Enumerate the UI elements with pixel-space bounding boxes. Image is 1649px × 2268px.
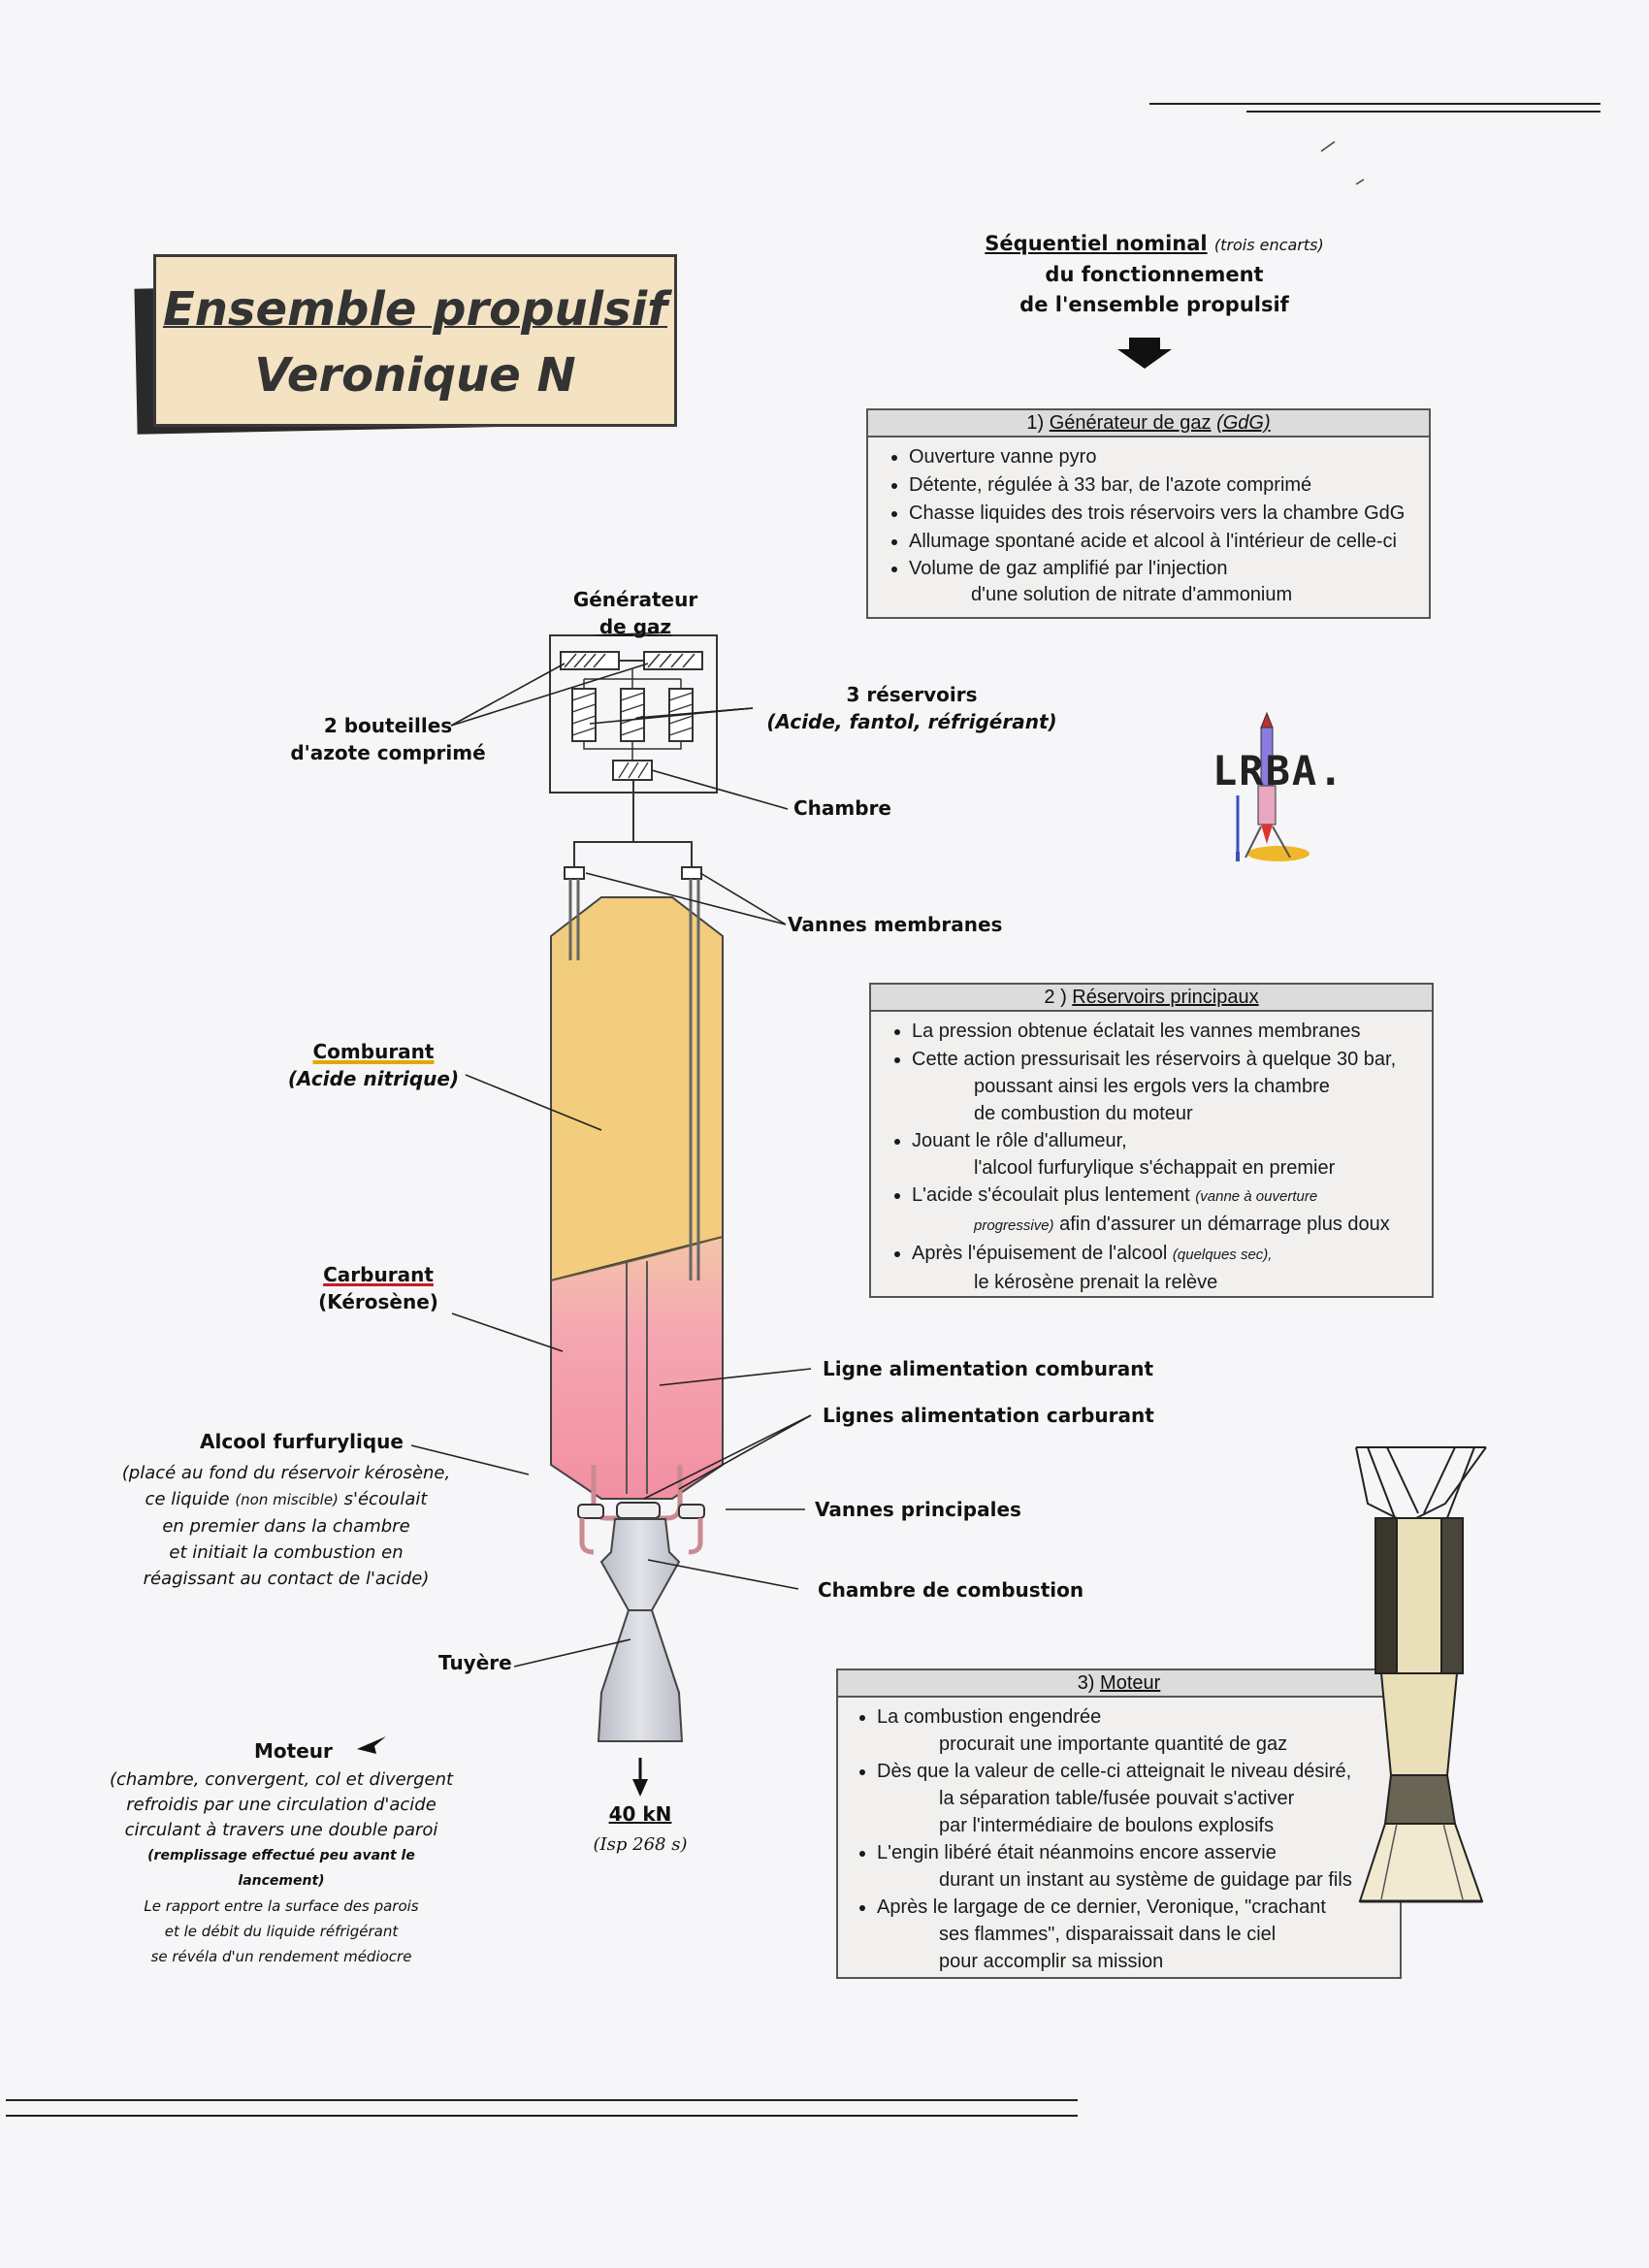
list-item: Dès que la valeur de celle-ci atteignait… — [877, 1758, 1400, 1839]
top-rule-1 — [1149, 103, 1600, 105]
label-combustion-chamber: Chambre de combustion — [818, 1578, 1084, 1602]
box-list: Ouverture vanne pyro Détente, régulée à … — [868, 443, 1429, 608]
title-card: Ensemble propulsif Veronique N — [153, 254, 677, 427]
info-box-gas-generator: 1) Générateur de gaz (GdG) Ouverture van… — [866, 408, 1431, 619]
info-box-header: 3) Moteur — [838, 1670, 1400, 1698]
label-fuel-feed-lines: Lignes alimentation carburant — [823, 1404, 1154, 1427]
list-item: Chasse liquides des trois réservoirs ver… — [909, 500, 1429, 528]
lrba-logo-icon — [1236, 711, 1310, 861]
label-main-valves: Vannes principales — [815, 1498, 1021, 1521]
main-valve-right — [678, 1504, 705, 1519]
list-item: Après le largage de ce dernier, Veroniqu… — [877, 1894, 1400, 1975]
box-heading: Réservoirs principaux — [1072, 987, 1259, 1008]
sequence-header: Séquentiel nominal (trois encarts) du fo… — [931, 229, 1377, 320]
pointer-arrow-icon — [357, 1736, 386, 1754]
list-item: Ouverture vanne pyro — [909, 443, 1429, 471]
label-furfuryl-alcohol: Alcool furfurylique — [200, 1430, 404, 1453]
fuel-tank — [550, 1235, 724, 1500]
info-box-header: 2 ) Réservoirs principaux — [871, 985, 1432, 1012]
list-item: La pression obtenue éclatait les vannes … — [912, 1018, 1432, 1046]
sequence-header-note: (trois encarts) — [1213, 236, 1324, 254]
sequence-header-main: Séquentiel nominal — [985, 232, 1208, 255]
main-valve-center — [616, 1502, 661, 1519]
list-item: L'acide s'écoulait plus lentement (vanne… — [912, 1182, 1432, 1240]
bottom-rule-2 — [6, 2115, 1078, 2117]
down-arrow-icon — [1117, 338, 1172, 369]
label-membrane-valves: Vannes membranes — [788, 913, 1003, 936]
info-box-header: 1) Générateur de gaz (GdG) — [868, 410, 1429, 437]
label-nitrogen-bottles: 2 bouteilles d'azote comprimé — [290, 714, 486, 764]
lrba-logo-text: LRBA. — [1212, 747, 1345, 794]
sequence-header-line2: du fonctionnement — [1045, 263, 1264, 286]
label-nozzle: Tuyère — [438, 1651, 512, 1674]
title-line-2: Veronique N — [254, 348, 576, 403]
list-item: L'engin libéré était néanmoins encore as… — [877, 1839, 1400, 1894]
nozzle — [597, 1609, 684, 1742]
box-heading-note: (GdG) — [1216, 412, 1271, 434]
list-item: Allumage spontané acide et alcool à l'in… — [909, 528, 1429, 556]
label-oxidizer-feed-line: Ligne alimentation comburant — [823, 1357, 1154, 1380]
main-valve-left — [577, 1504, 604, 1519]
list-item: Cette action pressurisait les réservoirs… — [912, 1046, 1432, 1127]
label-gas-generator: Générateur de gaz — [572, 588, 698, 638]
info-box-engine: 3) Moteur La combustion engendréeprocura… — [836, 1669, 1402, 1979]
box-heading: Moteur — [1100, 1672, 1161, 1694]
title-line-1: Ensemble propulsif — [162, 282, 668, 337]
bottom-rule-1 — [6, 2099, 1078, 2101]
label-chamber: Chambre — [793, 796, 891, 820]
sequence-header-line3: de l'ensemble propulsif — [1019, 293, 1289, 316]
label-thrust: 40 kN — [608, 1802, 672, 1826]
membrane-valve-right — [681, 866, 702, 880]
combustion-chamber — [599, 1518, 681, 1611]
membrane-valve-left — [564, 866, 585, 880]
top-rule-2 — [1246, 111, 1600, 113]
list-item: Volume de gaz amplifié par l'injectiond'… — [909, 556, 1429, 608]
box-heading: Générateur de gaz — [1049, 412, 1212, 434]
info-box-main-tanks: 2 ) Réservoirs principaux La pression ob… — [869, 983, 1434, 1298]
label-fuel: Carburant (Kérosène) — [318, 1263, 438, 1313]
label-engine: Moteur — [254, 1739, 333, 1763]
engine-illustration — [1355, 1446, 1487, 1903]
label-oxidizer: Comburant (Acide nitrique) — [287, 1040, 460, 1090]
note-furfuryl-alcohol: (placé au fond du réservoir kérosène, ce… — [121, 1463, 451, 1589]
label-gg-tanks: 3 réservoirs (Acide, fantol, réfrigérant… — [766, 683, 1057, 733]
label-isp: (Isp 268 s) — [593, 1834, 688, 1855]
list-item: Jouant le rôle d'allumeur,l'alcool furfu… — [912, 1127, 1432, 1182]
box-list: La pression obtenue éclatait les vannes … — [871, 1018, 1432, 1296]
list-item: Détente, régulée à 33 bar, de l'azote co… — [909, 471, 1429, 500]
list-item: Après l'épuisement de l'alcool (quelques… — [912, 1240, 1432, 1296]
note-engine: (chambre, convergent, col et divergent r… — [109, 1769, 454, 1965]
